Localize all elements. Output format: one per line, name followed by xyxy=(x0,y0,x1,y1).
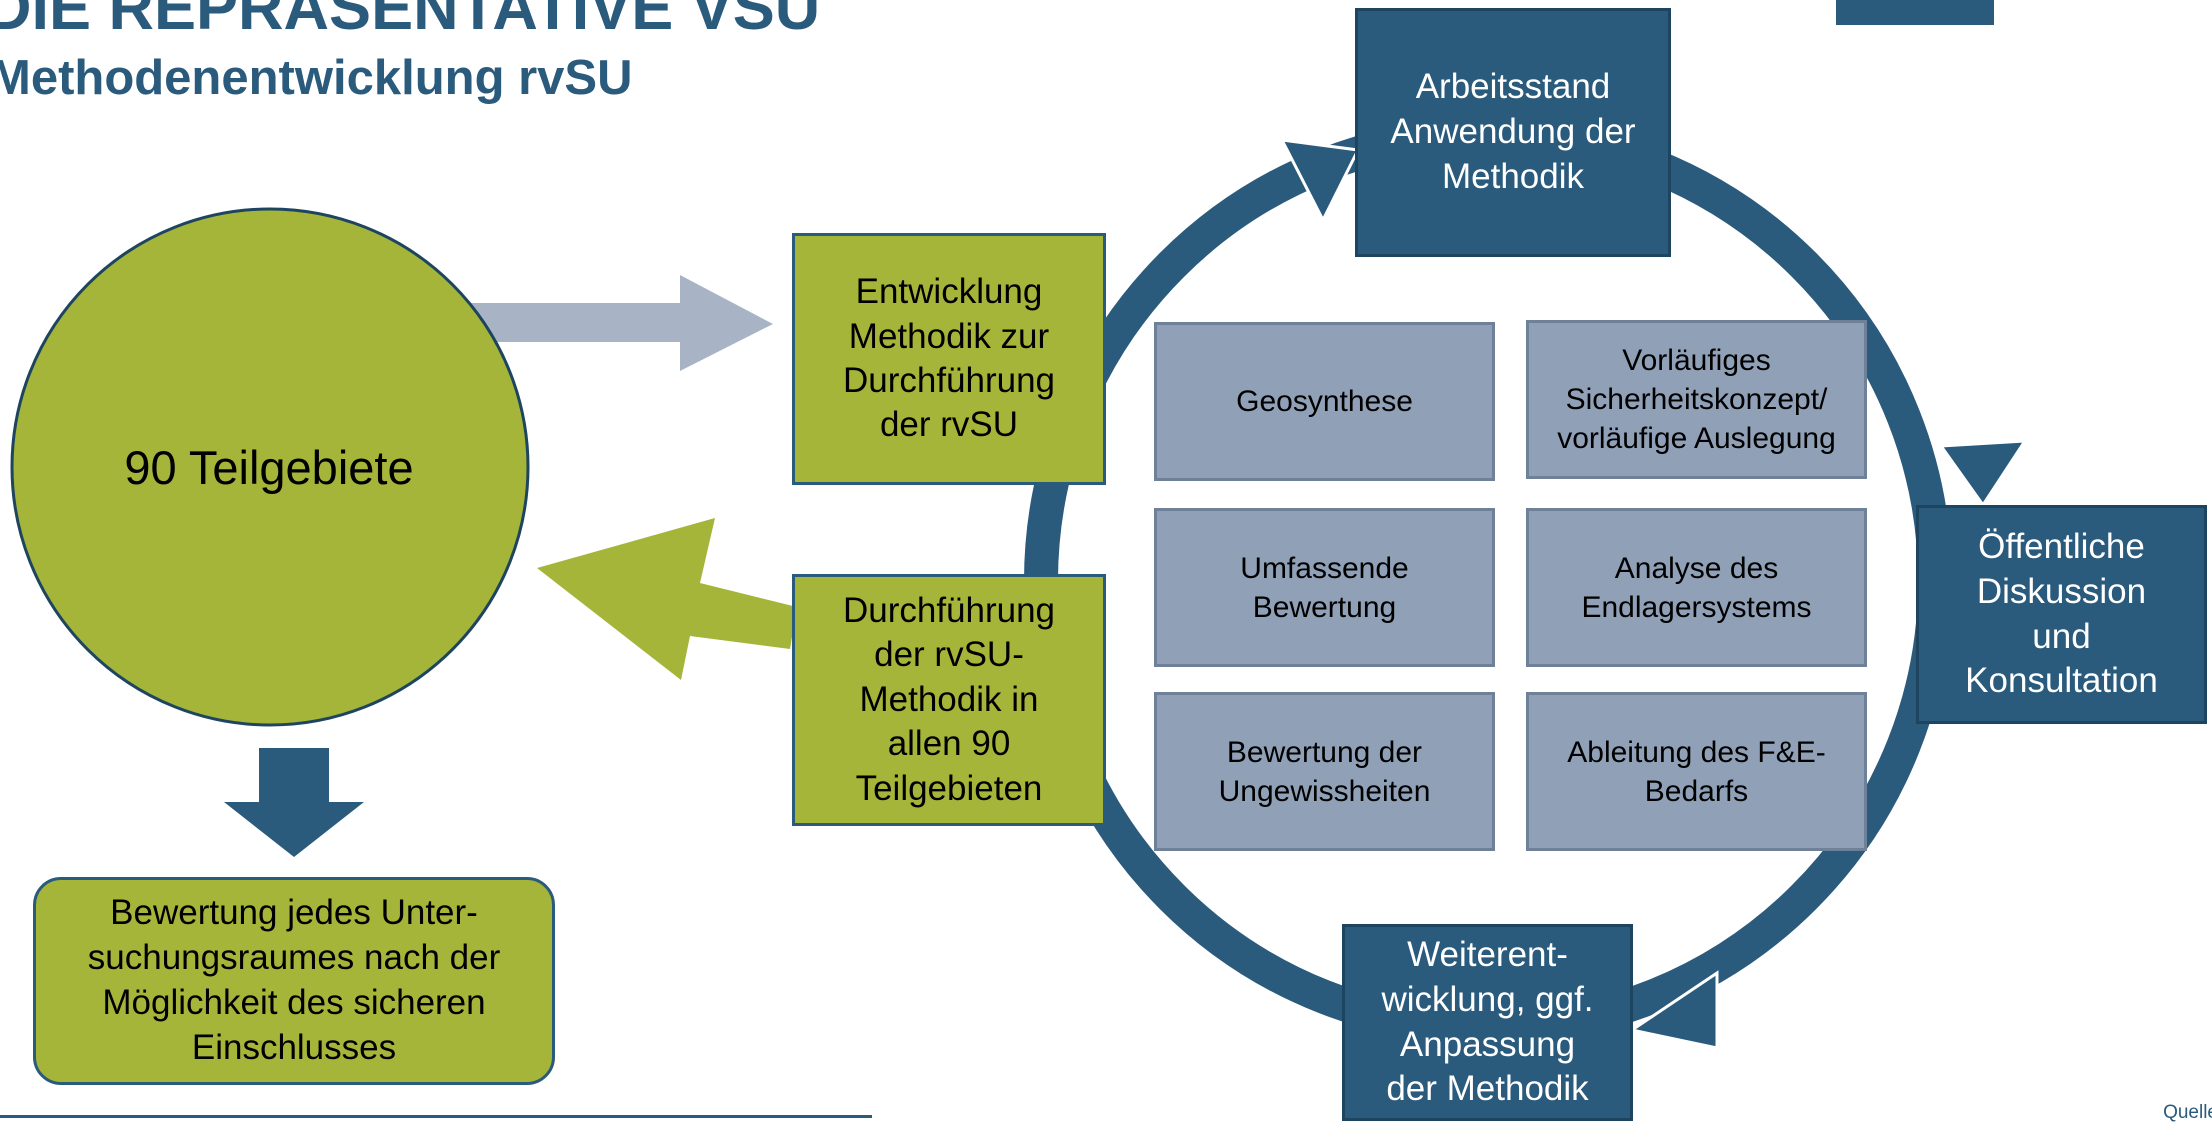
page-subtitle: Methodenentwicklung rvSU xyxy=(0,51,633,105)
entwicklung-box: Entwicklung Methodik zur Durchführung de… xyxy=(792,233,1106,485)
inner-box-fe-bedarf: Ableitung des F&E- Bedarfs xyxy=(1526,692,1867,851)
circle-label: 90 Teilgebiete xyxy=(124,441,414,494)
cycle-arrowhead-right xyxy=(1938,439,2028,508)
inner-box-ungewissheiten: Bewertung der Ungewissheiten xyxy=(1154,692,1495,851)
logo-fragment xyxy=(1836,0,1994,25)
cycle-box-weiterentwicklung: Weiterent- wicklung, ggf. Anpassung der … xyxy=(1342,924,1633,1121)
inner-box-geosynthese: Geosynthese xyxy=(1154,322,1495,481)
arrow-to-circle xyxy=(537,518,797,680)
footer-divider xyxy=(0,1115,872,1118)
source-label: Quelle xyxy=(2163,1102,2212,1123)
page-title: DIE REPRÄSENTATIVE VSU xyxy=(0,0,821,43)
cycle-arrowhead-top xyxy=(1279,138,1361,224)
result-box: Bewertung jedes Unter- suchungsraumes na… xyxy=(33,877,555,1085)
cycle-arrowhead-bottom xyxy=(1628,970,1719,1050)
cycle-box-arbeitsstand: Arbeitsstand Anwendung der Methodik xyxy=(1355,8,1671,257)
durchfuehrung-box: Durchführung der rvSU- Methodik in allen… xyxy=(792,574,1106,826)
inner-box-analyse-endlagersystem: Analyse des Endlagersystems xyxy=(1526,508,1867,667)
teilgebiete-circle xyxy=(10,207,530,727)
inner-box-umfassende-bewertung: Umfassende Bewertung xyxy=(1154,508,1495,667)
arrow-to-entwicklung xyxy=(420,275,773,371)
cycle-box-diskussion: Öffentliche Diskussion und Konsultation xyxy=(1916,505,2207,724)
arrow-down-to-result xyxy=(224,748,364,857)
inner-box-sicherheitskonzept: Vorläufiges Sicherheitskonzept/ vorläufi… xyxy=(1526,320,1867,479)
